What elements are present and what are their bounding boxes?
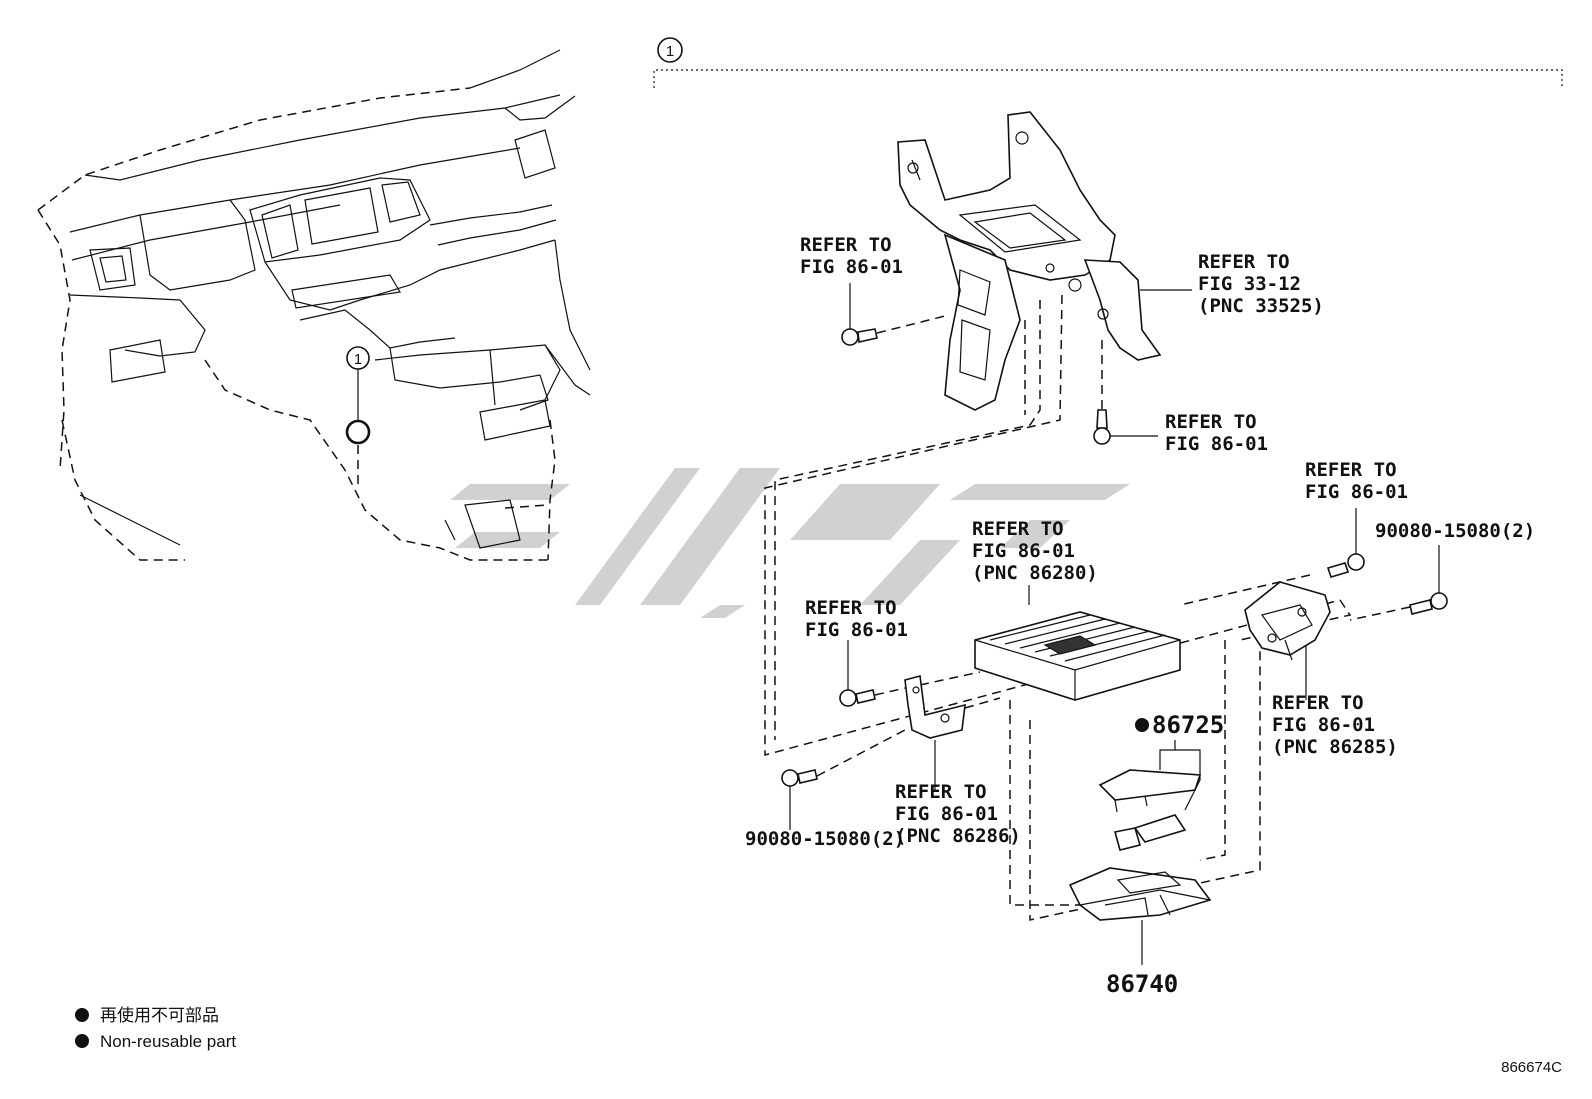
svg-text:REFER TO: REFER TO — [1305, 459, 1397, 481]
bolt-part-number-right: 90080-15080(2) — [1375, 520, 1535, 542]
refer-label-upper-mid: REFER TO FIG 86-01 — [1165, 411, 1268, 455]
callout-number: 1 — [354, 351, 362, 368]
bolt-90080-left: 90080-15080(2) — [745, 729, 906, 850]
svg-text:FIG 86-01: FIG 86-01 — [805, 619, 908, 641]
bolt-90080-right: 90080-15080(2) — [1349, 520, 1535, 621]
bolt-upper-mid — [1093, 340, 1158, 445]
callout-marker-exploded: 1 — [653, 37, 1563, 88]
right-bracket — [1244, 581, 1331, 700]
refer-label-upper-left: REFER TO FIG 86-01 — [800, 234, 903, 278]
bolt-part-number-left: 90080-15080(2) — [745, 828, 905, 850]
legend: 再使用不可部品 Non-reusable part — [75, 1005, 236, 1051]
part-number-86725: 86725 — [1152, 711, 1224, 739]
svg-text:REFER TO: REFER TO — [1165, 411, 1257, 433]
bolt-upper-left — [841, 283, 946, 346]
svg-text:FIG 86-01: FIG 86-01 — [1272, 714, 1375, 736]
legend-label-cn: 再使用不可部品 — [100, 1005, 219, 1025]
svg-text:REFER TO: REFER TO — [895, 781, 987, 803]
bolt-right-upper — [1326, 508, 1365, 578]
part-86740: 86740 — [1068, 867, 1212, 998]
dashboard-overview-illustration — [37, 49, 591, 561]
svg-text:REFER TO: REFER TO — [972, 518, 1064, 540]
svg-text:(PNC 86285): (PNC 86285) — [1272, 736, 1398, 758]
non-reusable-dot-icon — [75, 1034, 89, 1048]
callout-marker-dashboard: 1 — [345, 346, 371, 490]
non-reusable-dot-icon — [1135, 718, 1149, 732]
svg-text:FIG 86-01: FIG 86-01 — [972, 540, 1075, 562]
upper-bracket — [897, 111, 1162, 411]
left-bracket — [904, 674, 1001, 790]
svg-text:FIG 86-01: FIG 86-01 — [895, 803, 998, 825]
refer-label-left-bracket: REFER TO FIG 86-01 (PNC 86286) — [895, 781, 1021, 847]
refer-label-mid-left: REFER TO FIG 86-01 — [805, 597, 908, 641]
non-reusable-dot-icon — [75, 1008, 89, 1022]
svg-text:REFER TO: REFER TO — [1198, 251, 1290, 273]
svg-text:(PNC 33525): (PNC 33525) — [1198, 295, 1324, 317]
svg-text:FIG 86-01: FIG 86-01 — [1305, 481, 1408, 503]
svg-text:FIG 86-01: FIG 86-01 — [1165, 433, 1268, 455]
bolt-mid-left — [839, 640, 981, 707]
svg-text:REFER TO: REFER TO — [805, 597, 897, 619]
svg-text:FIG 86-01: FIG 86-01 — [800, 256, 903, 278]
svg-text:(PNC 86280): (PNC 86280) — [972, 562, 1098, 584]
watermark-logo — [450, 468, 1130, 618]
svg-text:REFER TO: REFER TO — [800, 234, 892, 256]
svg-text:REFER TO: REFER TO — [1272, 692, 1364, 714]
drawing-code: 866674C — [1501, 1059, 1562, 1076]
svg-text:FIG 33-12: FIG 33-12 — [1198, 273, 1301, 295]
part-number-86740: 86740 — [1106, 970, 1178, 998]
legend-label-en: Non-reusable part — [100, 1032, 236, 1051]
svg-text:(PNC 86286): (PNC 86286) — [895, 825, 1021, 847]
refer-label-upper-right: REFER TO FIG 33-12 (PNC 33525) — [1140, 251, 1324, 317]
refer-label-right: REFER TO FIG 86-01 — [1305, 459, 1408, 503]
refer-label-right-bracket: REFER TO FIG 86-01 (PNC 86285) — [1272, 692, 1398, 758]
refer-label-amplifier: REFER TO FIG 86-01 (PNC 86280) — [972, 518, 1098, 584]
callout-number: 1 — [666, 43, 674, 60]
part-86725: 86725 — [1098, 711, 1224, 851]
amplifier-unit — [974, 585, 1181, 701]
